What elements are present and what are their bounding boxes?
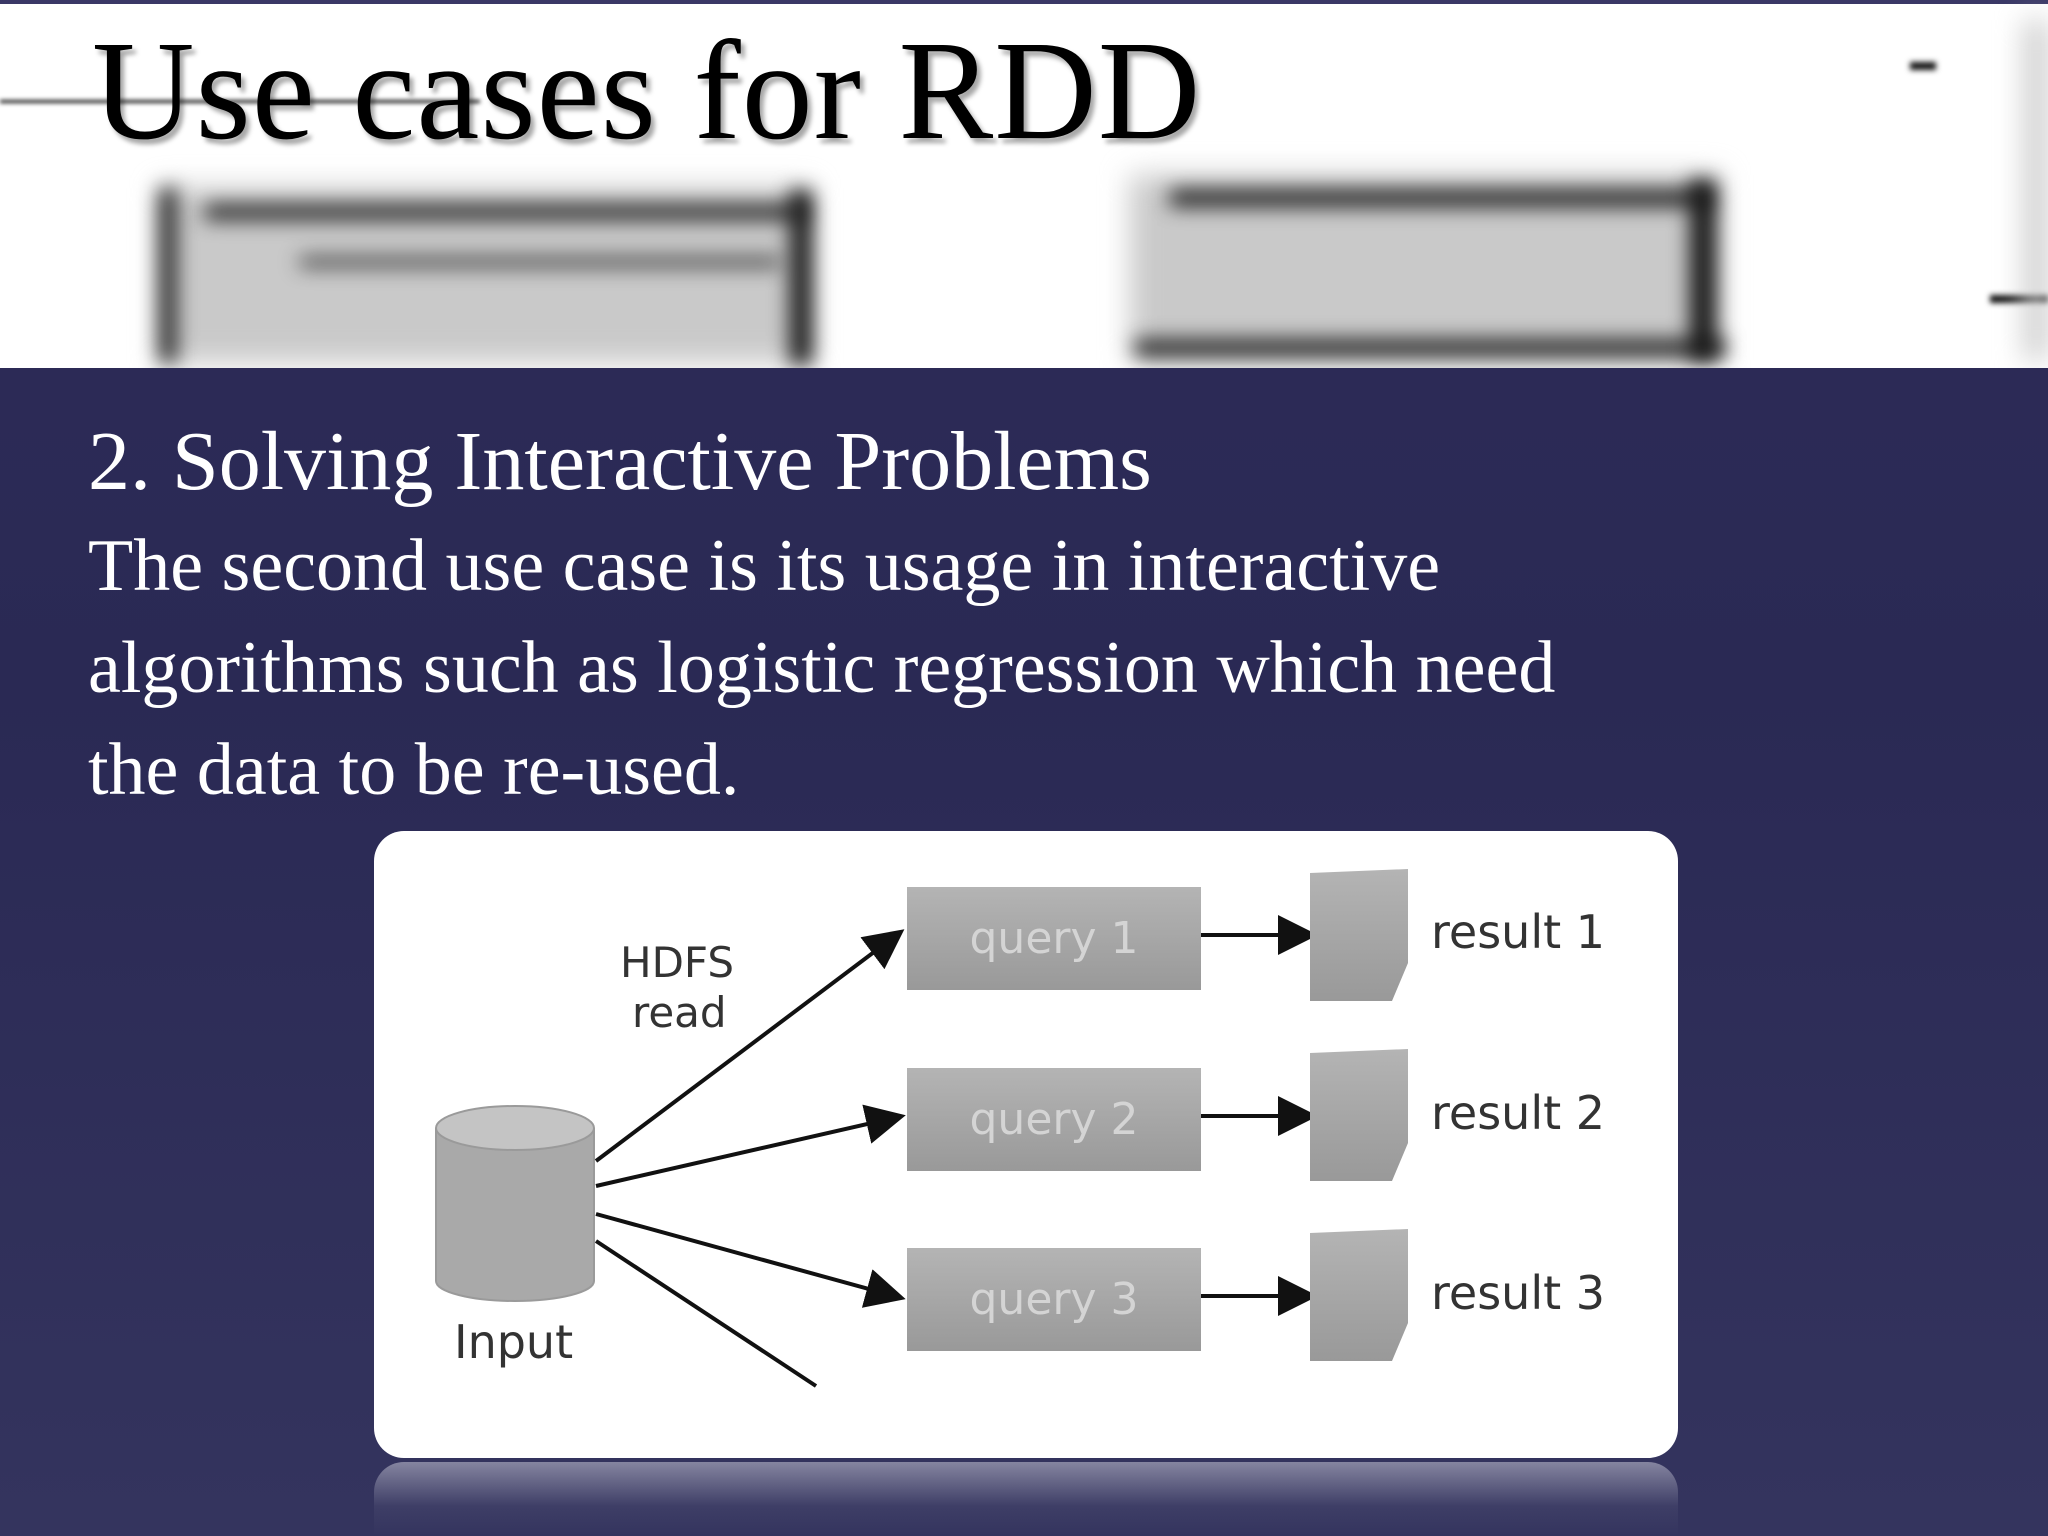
- diagram-card: Input HDFS read query 1 query 2 query 3 …: [374, 831, 1678, 1458]
- result-doc-2-icon: [1310, 1049, 1408, 1181]
- result-doc-1-icon: [1310, 869, 1408, 1001]
- read-label: read: [632, 988, 727, 1037]
- header-blur-far-right-2: [1990, 295, 2048, 303]
- body-line-3: the data to be re-used.: [88, 729, 740, 811]
- hdfs-label: HDFS: [620, 938, 734, 987]
- result-label-2: result 2: [1431, 1086, 1605, 1140]
- header-blur-thin-line: [0, 100, 480, 103]
- body-line-1: The second use case is its usage in inte…: [88, 525, 1441, 607]
- diagram-reflection: [374, 1462, 1678, 1536]
- header-top-rule: [0, 0, 2048, 4]
- header-blur-right-bar: [1170, 190, 1710, 206]
- rdd-interactive-diagram: Input HDFS read query 1 query 2 query 3 …: [435, 869, 1605, 1388]
- input-label: Input: [454, 1315, 573, 1369]
- query-box-3: [907, 1248, 1201, 1351]
- arrow-input-to-query-1: [594, 929, 905, 1163]
- query-label-1: query 1: [970, 913, 1139, 964]
- header-blur-right-bar-2: [1135, 340, 1725, 356]
- query-label-3: query 3: [970, 1274, 1139, 1325]
- slide-title: Use cases for RDD: [92, 11, 1202, 169]
- arrow-input-extra: [594, 1239, 818, 1388]
- result-label-1: result 1: [1431, 905, 1605, 959]
- header-band: Use cases for RDD: [0, 0, 2048, 368]
- header-blur-left-edge-2: [790, 190, 812, 365]
- body-line-2: algorithms such as logistic regression w…: [88, 627, 1556, 709]
- section-heading: 2. Solving Interactive Problems: [88, 415, 1152, 508]
- header-blur-left-bar-2: [300, 258, 780, 266]
- query-box-2: [907, 1068, 1201, 1171]
- result-label-3: result 3: [1431, 1266, 1605, 1320]
- arrow-input-to-query-2: [595, 1104, 906, 1188]
- arrow-input-to-query-3: [595, 1212, 906, 1308]
- result-doc-3-icon: [1310, 1229, 1408, 1361]
- query-box-1: [907, 887, 1201, 990]
- body-paragraph: The second use case is its usage in inte…: [88, 515, 1988, 821]
- input-cylinder-icon: [435, 1105, 595, 1302]
- header-blur-far-right-strip: [2025, 20, 2048, 360]
- header-blur-far-right-1: [1910, 62, 1936, 70]
- header-blur-right-edge: [1690, 180, 1716, 360]
- header-blur-left-bar: [205, 205, 805, 219]
- header-blur-left-edge: [160, 188, 176, 363]
- query-label-2: query 2: [970, 1094, 1139, 1145]
